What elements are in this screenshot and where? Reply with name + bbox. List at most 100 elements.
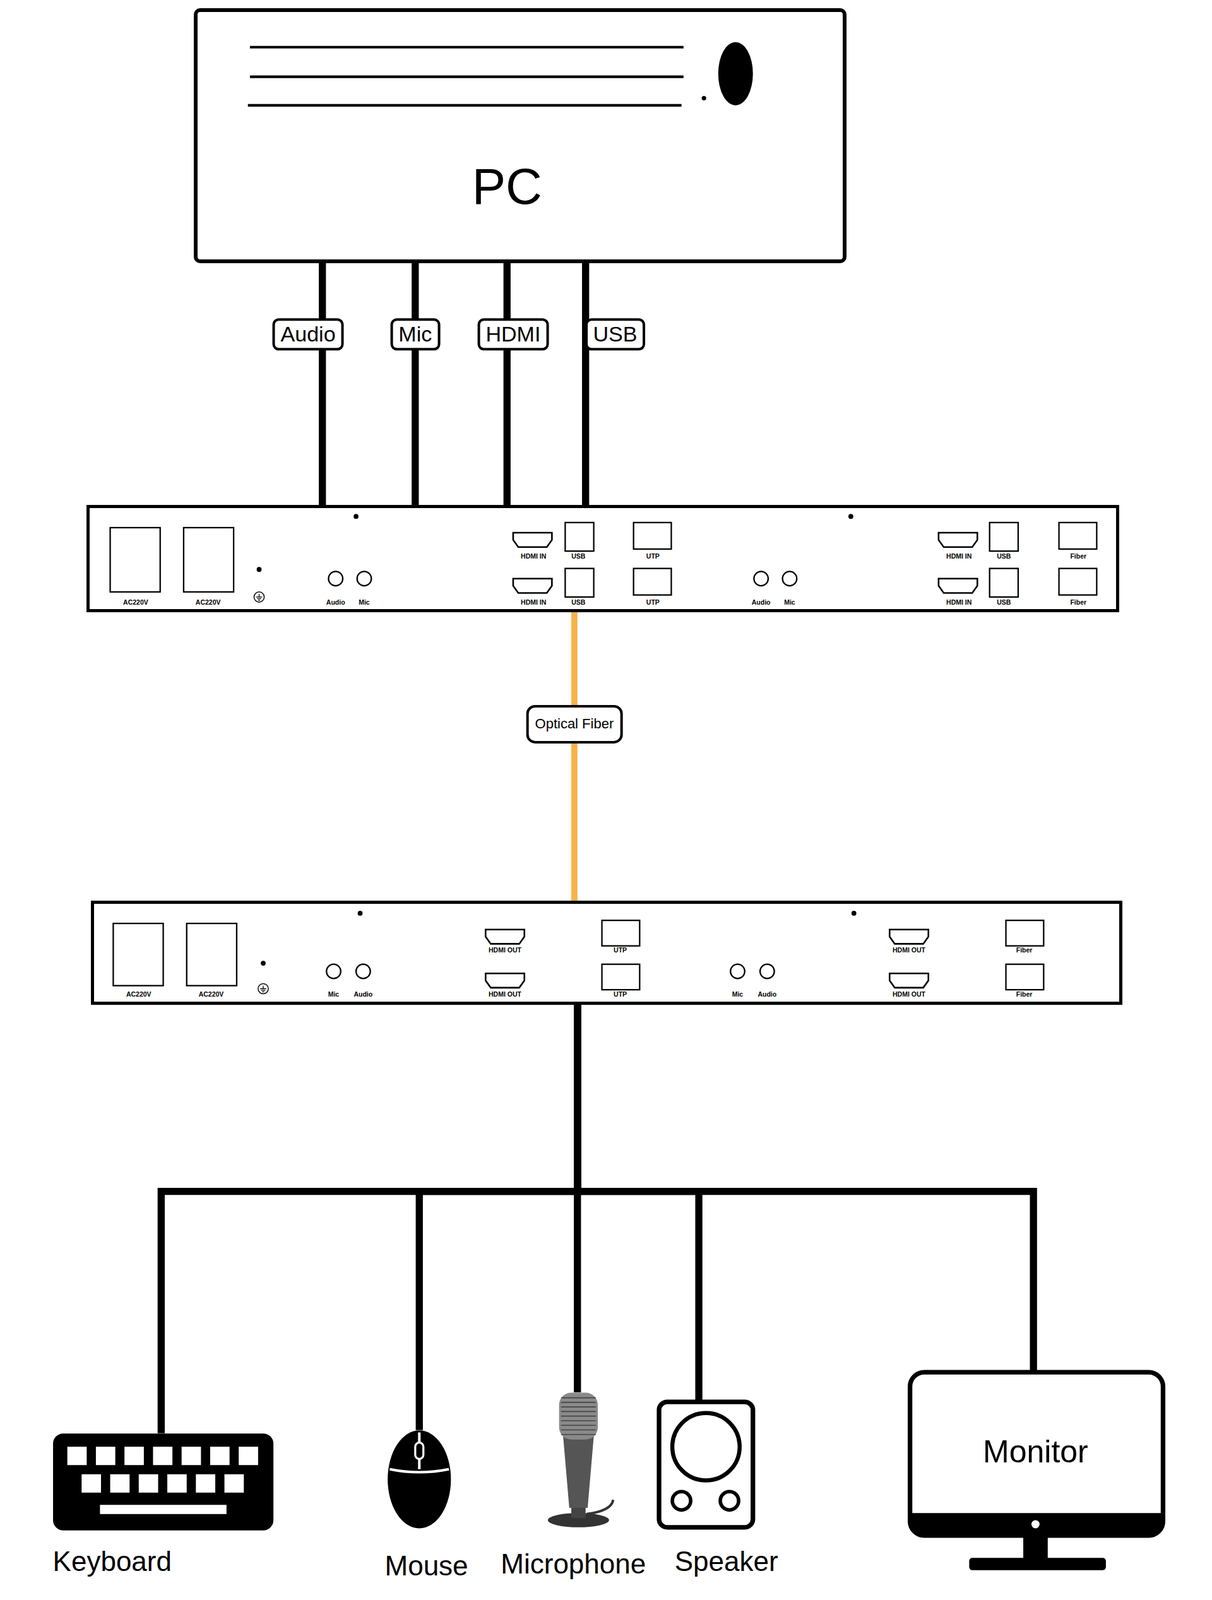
port-label: Fiber [1016, 991, 1033, 999]
vent-line [248, 104, 682, 107]
fiber-port [1006, 920, 1045, 946]
port-label: HDMI IN [946, 553, 972, 561]
fiber-port [1059, 522, 1098, 550]
device-label: Mouse [385, 1551, 469, 1581]
speaker-icon [659, 1402, 754, 1528]
receiver-panel: AC220VAC220VMicAudioHDMI OUTUTPHDMI OUTU… [90, 900, 1123, 1005]
port-label: AC220V [195, 599, 221, 607]
port-label: UTP [646, 553, 660, 561]
port-label: UTP [613, 991, 627, 999]
port-label: HDMI OUT [892, 991, 926, 999]
led-dot [851, 910, 857, 916]
led-dot [848, 513, 854, 519]
microphone-device: Microphone [494, 1392, 654, 1587]
audio-jack [356, 964, 371, 980]
port-label: Mic [732, 991, 744, 999]
port-label: UTP [646, 599, 660, 607]
device-label: Microphone [500, 1549, 646, 1579]
usb-port [989, 522, 1019, 552]
port-label: Mic [328, 991, 340, 999]
port-label: HDMI IN [520, 599, 547, 607]
connector [318, 263, 326, 505]
audio-jack [782, 571, 798, 586]
port-label: Audio [751, 599, 771, 607]
port-label: USB [571, 599, 586, 607]
port-label: Fiber [1016, 947, 1033, 955]
device-label: Speaker [674, 1547, 779, 1577]
monitor-icon [910, 1372, 1164, 1571]
connector [419, 1004, 578, 1431]
mouse-device: Mouse [367, 1430, 480, 1589]
utp-port [602, 964, 641, 990]
fiber-port [1006, 964, 1045, 990]
power-socket [183, 527, 234, 593]
port-label: USB [996, 553, 1011, 561]
hdmi-port [513, 578, 552, 594]
connector [582, 263, 589, 505]
utp-port [633, 568, 672, 596]
ground-symbol [258, 983, 269, 994]
port-label: Mic [358, 599, 370, 607]
port-label: HDMI OUT [488, 947, 522, 955]
connector [577, 1004, 1034, 1373]
connector [411, 263, 419, 505]
audio-jack [760, 964, 775, 980]
audio-jack [753, 571, 769, 586]
hdmi-port [485, 929, 524, 945]
port-label: HDMI IN [946, 599, 972, 607]
connector [503, 263, 511, 505]
microphone-icon [547, 1392, 613, 1527]
port-label: Audio [353, 991, 373, 999]
port-label: Mic [784, 599, 796, 607]
device-label: Keyboard [53, 1547, 172, 1577]
monitor-screen: Monitor [910, 1372, 1164, 1514]
port-label: Fiber [1069, 599, 1087, 607]
connector [577, 1004, 699, 1403]
port-label: HDMI IN [520, 553, 547, 561]
port-label: AC220V [126, 991, 152, 999]
port-label: Audio [326, 599, 346, 607]
audio-jack [328, 571, 343, 586]
keyboard-device: Keyboard [41, 1433, 286, 1587]
hdmi-port [938, 578, 978, 594]
monitor-label: Monitor [982, 1435, 1089, 1469]
edge-label: Optical Fiber [526, 705, 624, 743]
speaker-device: Speaker [657, 1402, 796, 1586]
port-label: HDMI OUT [488, 991, 522, 999]
edge-label: HDMI [477, 318, 549, 351]
edge-label: Audio [272, 318, 345, 351]
usb-port [564, 522, 594, 552]
led-dot [260, 960, 266, 966]
power-socket [186, 923, 237, 987]
usb-port [989, 568, 1019, 598]
led-dot [353, 513, 359, 519]
pc-label: PC [472, 160, 543, 214]
utp-port [633, 522, 672, 550]
usb-port [564, 568, 594, 598]
hdmi-port [889, 973, 928, 988]
connector [160, 1004, 577, 1434]
port-label: USB [996, 599, 1011, 607]
edge-label: Mic [390, 318, 440, 351]
port-label: HDMI OUT [892, 947, 926, 955]
hdmi-port [938, 532, 978, 548]
vent-line [249, 46, 684, 49]
vent-line [249, 75, 684, 79]
mouse-icon [387, 1430, 451, 1529]
utp-port [602, 920, 641, 946]
led-dot [357, 910, 363, 916]
led-dot [256, 566, 262, 572]
keyboard-icon [53, 1433, 274, 1531]
fiber-port [1059, 568, 1098, 596]
ground-symbol [253, 592, 264, 603]
port-label: Audio [757, 991, 777, 999]
edge-label: USB [585, 318, 646, 351]
transmitter-panel: AC220VAC220VAudioMicHDMI INUSBUTPHDMI IN… [86, 505, 1120, 613]
port-label: USB [571, 553, 586, 561]
hdmi-port [889, 929, 928, 945]
port-label: Fiber [1069, 553, 1087, 561]
power-button [718, 42, 754, 106]
audio-jack [730, 964, 745, 980]
audio-jack [326, 964, 341, 980]
